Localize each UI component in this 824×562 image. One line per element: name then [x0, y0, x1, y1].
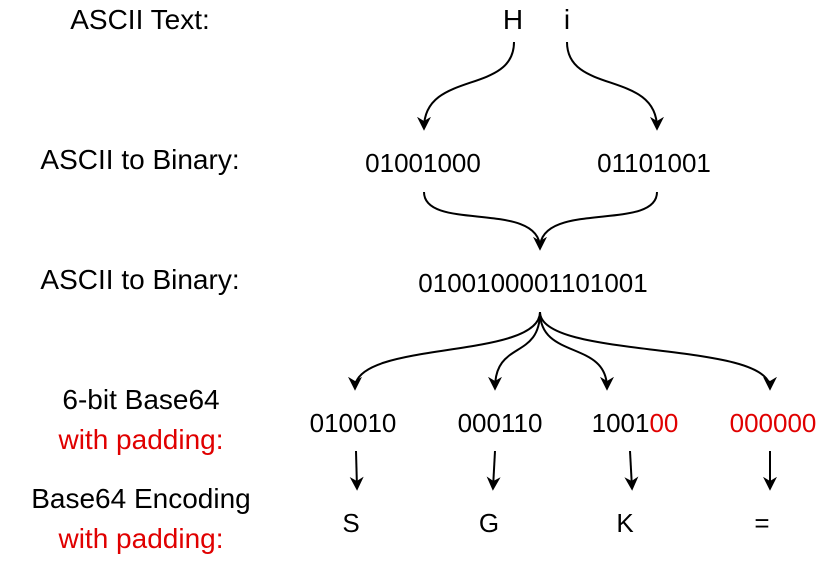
label-six-bit: 6-bit Base64 [62, 384, 220, 415]
label-combined-binary: ASCII to Binary: [40, 264, 240, 295]
six-bit-group-1: 010010 [309, 408, 397, 438]
arrow-h-to-binary [417, 41, 515, 131]
six-bit-group-4: 000000 [729, 408, 817, 438]
char-i: i [563, 4, 571, 35]
base64-char-3: K [616, 508, 634, 538]
base64-char-2: G [478, 508, 500, 538]
char-h: H [502, 4, 524, 35]
arrow-split-1 [348, 311, 541, 391]
base64-char-4: = [754, 508, 770, 538]
arrow-i-to-binary [566, 41, 664, 131]
base64-char-1: S [342, 508, 360, 538]
six-bit-group-3: 100100 [591, 408, 679, 438]
arrow-down-1 [349, 450, 364, 491]
arrow-split-3 [539, 311, 614, 391]
arrow-down-2 [486, 450, 501, 491]
arrow-down-3 [624, 450, 639, 491]
label-ascii-text: ASCII Text: [70, 4, 210, 35]
arrow-split-4 [539, 311, 777, 391]
label-base64: Base64 Encoding [31, 483, 251, 514]
label-base64-padding: with padding: [58, 523, 224, 554]
label-ascii-to-binary: ASCII to Binary: [40, 144, 240, 175]
label-six-bit-padding: with padding: [58, 424, 224, 455]
binary-i: 01101001 [597, 148, 711, 178]
binary-h: 01001000 [365, 148, 481, 178]
binary-combined: 0100100001101001 [418, 268, 648, 298]
six-bit-group-2: 000110 [457, 408, 543, 438]
arrow-merge-left [423, 191, 547, 251]
arrow-merge-right [539, 191, 658, 249]
arrow-split-2 [488, 311, 541, 391]
